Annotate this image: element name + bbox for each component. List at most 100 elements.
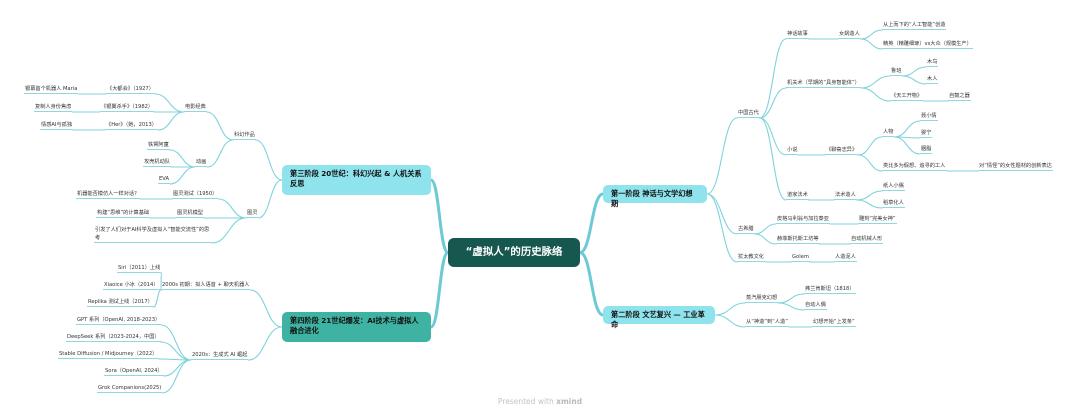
node-automaton-doll[interactable]: 自动人偶 — [804, 302, 827, 310]
connector — [754, 233, 777, 245]
footer-presented-with: Presented with — [497, 397, 554, 406]
node-turing[interactable]: 图灵 — [246, 210, 259, 218]
node-maria[interactable]: 银幕首个机器人 Maria — [24, 86, 79, 94]
connector — [856, 190, 883, 201]
node-animation[interactable]: 动画 — [195, 159, 208, 167]
connector — [161, 359, 192, 394]
main-topic-stage-2[interactable]: 第二阶段 文艺复兴 — 工业革命 — [603, 306, 715, 329]
node-taoist[interactable]: 道家法术 — [786, 192, 809, 200]
node-myth-stories[interactable]: 神话故事 — [786, 31, 809, 39]
connector — [257, 179, 283, 219]
node-siri[interactable]: Siri（2011）上线 — [117, 265, 162, 273]
node-yanzhi[interactable]: 胭脂 — [920, 146, 933, 154]
connector — [860, 38, 883, 50]
node-frankenstein[interactable]: 弗兰肯斯坦（1818） — [804, 286, 856, 294]
node-sora[interactable]: Sora（OpenAI, 2024） — [104, 368, 164, 376]
connector — [857, 154, 883, 172]
connector — [901, 66, 927, 77]
node-god-to-human[interactable]: 从“神造”到“人造” — [745, 319, 789, 327]
node-judaism[interactable]: 犹太教文化 — [737, 254, 765, 262]
node-2020s[interactable]: 2020s：生成式 AI 崛起 — [191, 352, 249, 360]
node-scifi-works[interactable]: 科幻作品 — [233, 132, 256, 140]
node-paper-man[interactable]: 纸人小儒 — [882, 183, 905, 191]
node-magic-human[interactable]: 法术造人 — [834, 192, 857, 200]
node-luban[interactable]: 鲁班 — [890, 68, 903, 76]
connector — [857, 136, 883, 156]
node-grok[interactable]: Grok Companions(2025) — [97, 385, 163, 393]
connector — [893, 120, 921, 138]
node-xiaoice[interactable]: Xiaoice 小冰（2014） — [103, 282, 160, 290]
node-clay-man[interactable]: 人造泥人 — [834, 254, 857, 262]
node-wooden-bird[interactable]: 木鸟 — [926, 59, 939, 67]
node-wind-up[interactable]: 幻想开始“上发条” — [812, 319, 856, 327]
node-replicant[interactable]: 复制人身份焦虑 — [34, 104, 73, 112]
node-turing-test[interactable]: 图灵测试（1950） — [172, 191, 219, 199]
node-ghost-shell[interactable]: 攻壳机动队 — [143, 159, 171, 167]
node-analogy[interactable]: 类比多为假想、追寻的工人 — [882, 163, 947, 171]
node-wooden-man[interactable]: 木人 — [926, 76, 939, 84]
node-nie[interactable]: 聂小倩 — [920, 113, 938, 121]
root-topic[interactable]: “虚拟人”的历史脉络 — [448, 238, 580, 267]
connector — [211, 217, 247, 244]
connector — [247, 326, 283, 361]
connector — [714, 314, 746, 328]
node-compute-basis[interactable]: 构建“思维”的计算基础 — [96, 210, 151, 218]
connector — [160, 341, 192, 361]
connector — [777, 293, 805, 304]
connector — [893, 136, 921, 155]
connector — [714, 302, 746, 316]
xmind-logo-text: xmind — [556, 397, 583, 406]
node-2000s[interactable]: 2000s 初期：拟人语音 + 聊天机器人 — [161, 282, 251, 290]
connector — [706, 193, 738, 263]
node-gpt[interactable]: GPT 系列（OpenAI, 2018-2023） — [76, 317, 162, 325]
node-nuwa-topdown[interactable]: 从上而下的“人工智能”创造 — [882, 22, 947, 30]
node-her[interactable]: 《Her》（她，2013） — [105, 122, 158, 130]
connector — [759, 38, 787, 119]
connector — [160, 324, 192, 361]
node-nuwa-elite-mass[interactable]: 精英（精雕细琢）vs大众（规模生产） — [882, 41, 973, 49]
connector — [217, 198, 247, 219]
node-china-ancient[interactable]: 中国古代 — [737, 110, 760, 118]
main-topic-stage-1[interactable]: 第一阶段 神话与文学幻想期 — [603, 185, 707, 208]
node-emotional-ai[interactable]: 情感AI与孤独 — [40, 122, 74, 130]
node-liaozhai[interactable]: 《聊斋志异》 — [825, 147, 859, 155]
node-self-drum[interactable]: 自鼓之器 — [948, 93, 971, 101]
node-eva[interactable]: EVA — [158, 176, 171, 184]
main-topic-stage-3[interactable]: 第三阶段 20世纪：科幻兴起 & 人机关系反思 — [282, 165, 431, 195]
node-mechanism[interactable]: 机关术（早期的“具身智能体”） — [786, 80, 861, 88]
node-turing-reflection[interactable]: 引发了人们对于AI科学及虚拟人“智能交流性”的思考 — [94, 226, 212, 243]
connector — [759, 117, 787, 201]
node-stable-diffusion[interactable]: Stable Diffusion / Midjourney（2022） — [58, 351, 159, 359]
connector — [578, 192, 605, 254]
connector — [163, 359, 192, 377]
node-novel[interactable]: 小说 — [786, 147, 799, 155]
node-deepseek[interactable]: DeepSeek 系列（2023-2024，中国） — [66, 334, 161, 342]
node-replika[interactable]: Replika 测试上线（2017） — [87, 299, 154, 307]
connector — [860, 87, 891, 102]
connector — [754, 223, 777, 235]
node-nuwa[interactable]: 女娲造人 — [838, 31, 861, 39]
node-astroboy[interactable]: 铁臂阿童 — [147, 142, 170, 150]
connector — [759, 87, 787, 119]
node-tiangong[interactable]: 《天工开物》 — [890, 93, 924, 101]
connector — [169, 166, 196, 185]
connector — [154, 93, 185, 113]
node-turing-machine[interactable]: 图灵机模型 — [176, 210, 204, 218]
node-characters[interactable]: 人物 — [882, 129, 895, 137]
main-topic-stage-4[interactable]: 第四阶段 21世纪爆发：AI技术与虚拟人融合进化 — [282, 312, 431, 342]
node-qing-guai[interactable]: 对“情怪”的女性题材的创新表达 — [978, 163, 1053, 171]
node-hephaestus[interactable]: 赫菲斯托斯工坊等 — [776, 236, 820, 244]
node-straw-man[interactable]: 稻草化人 — [882, 200, 905, 208]
node-golem[interactable]: Golem — [791, 254, 810, 262]
node-movies[interactable]: 电影经典 — [184, 104, 207, 112]
node-yingning[interactable]: 婴宁 — [920, 130, 933, 138]
node-pygmalion[interactable]: 皮格马利翁与加拉泰亚 — [776, 216, 830, 224]
node-automaton[interactable]: 自动机械人形 — [850, 236, 884, 244]
node-greece[interactable]: 古希腊 — [737, 226, 755, 234]
node-steampunk[interactable]: 蒸汽朋克幻想 — [745, 295, 779, 303]
node-bladerunner[interactable]: 《银翼杀手》（1982） — [100, 104, 155, 112]
node-machine-dialog[interactable]: 机器能否模仿人一样对话？ — [76, 191, 141, 199]
connector — [860, 75, 891, 89]
node-metropolis[interactable]: 《大都会》（1927） — [106, 86, 155, 94]
node-perfect-goddess[interactable]: 雕刻“完美女神” — [858, 216, 897, 224]
